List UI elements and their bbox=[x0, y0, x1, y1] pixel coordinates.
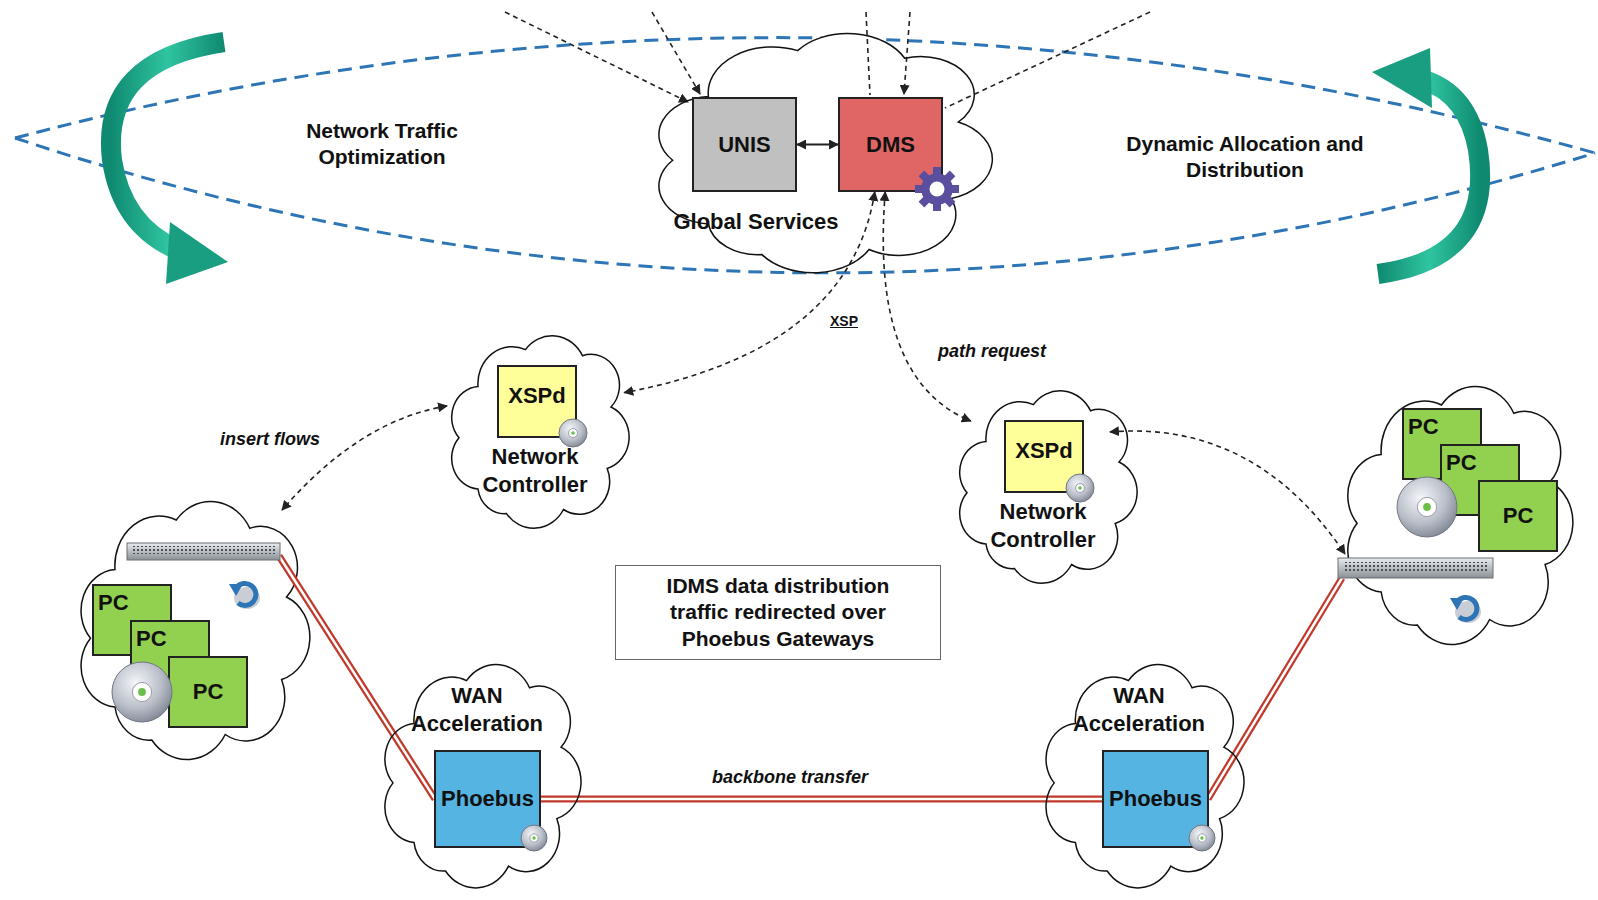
label-holder: backbone transfer bbox=[690, 766, 890, 789]
label-holder: path request bbox=[922, 340, 1062, 363]
pc-box: PC bbox=[1478, 480, 1558, 552]
label-holder: XSP bbox=[824, 312, 864, 331]
node-text: WAN Acceleration bbox=[402, 682, 552, 737]
wan-acceleration-cloud: WAN AccelerationPhoebus bbox=[372, 652, 582, 890]
connector bbox=[797, 144, 838, 145]
disc-icon bbox=[108, 658, 176, 726]
edge-label: backbone transfer bbox=[710, 766, 870, 789]
site-cloud bbox=[1348, 387, 1573, 645]
disc-icon bbox=[1393, 473, 1461, 541]
refresh-icon bbox=[229, 583, 260, 609]
node-text: PC bbox=[1446, 449, 1477, 477]
node-text: IDMS data distribution traffic redirecte… bbox=[635, 573, 921, 652]
cloud-backdrop bbox=[659, 33, 992, 272]
phoebus-box: Phoebus bbox=[434, 750, 541, 848]
global-services-cloud: Global Services UNIS DMS bbox=[637, 20, 994, 275]
incoming-line bbox=[505, 12, 1150, 108]
network-controller-cloud: Network Controller XSPd bbox=[440, 325, 630, 530]
network-switch bbox=[1338, 558, 1493, 578]
label-holder: Network Traffic Optimization bbox=[282, 118, 482, 171]
free-label: Dynamic Allocation and Distribution bbox=[1095, 131, 1395, 184]
node-text: PC bbox=[193, 678, 224, 706]
cycle-arrow bbox=[111, 42, 228, 284]
refresh-icon bbox=[1450, 597, 1481, 623]
gear-icon bbox=[911, 163, 963, 215]
node-text: UNIS bbox=[718, 131, 771, 159]
site-cloud bbox=[81, 502, 310, 760]
cycle-arrow bbox=[1372, 48, 1480, 274]
flow-insert-line bbox=[282, 406, 1345, 554]
xspd-box: XSPd bbox=[497, 365, 577, 438]
node-text: Global Services bbox=[637, 208, 875, 236]
pc-box: PC bbox=[168, 656, 248, 728]
backbone-link bbox=[541, 799, 1102, 800]
node-text: PC bbox=[98, 589, 129, 617]
node-text: XSPd bbox=[1015, 437, 1072, 465]
node-text: Network Controller bbox=[948, 498, 1138, 553]
unis-box: UNIS bbox=[692, 97, 797, 192]
node-text: PC bbox=[1503, 502, 1534, 530]
node-text: Network Controller bbox=[440, 443, 630, 498]
note-box: IDMS data distribution traffic redirecte… bbox=[615, 565, 941, 660]
connector bbox=[883, 192, 971, 421]
node-text: XSPd bbox=[508, 382, 565, 410]
node-text: DMS bbox=[866, 131, 915, 159]
label-holder: insert flows bbox=[205, 428, 335, 451]
network-switch bbox=[127, 543, 280, 560]
edge-label: XSP bbox=[828, 313, 860, 331]
phoebus-box: Phoebus bbox=[1102, 750, 1209, 848]
node-text: PC bbox=[1408, 413, 1439, 441]
label-holder: Dynamic Allocation and Distribution bbox=[1095, 131, 1395, 184]
dms-box: DMS bbox=[838, 97, 943, 192]
node-text: WAN Acceleration bbox=[1064, 682, 1214, 737]
node-text: Phoebus bbox=[441, 785, 534, 813]
disc-icon bbox=[1185, 821, 1219, 855]
edge-label: path request bbox=[936, 340, 1048, 363]
free-label: Network Traffic Optimization bbox=[282, 118, 482, 171]
disc-icon bbox=[517, 821, 551, 855]
node-text: Phoebus bbox=[1109, 785, 1202, 813]
node-text: PC bbox=[136, 625, 167, 653]
connector bbox=[624, 192, 874, 393]
wan-acceleration-cloud: WAN AccelerationPhoebus bbox=[1033, 652, 1245, 890]
network-controller-cloud: Network Controller XSPd bbox=[948, 380, 1138, 585]
xspd-box: XSPd bbox=[1004, 420, 1084, 493]
free-label: insert flows bbox=[220, 428, 320, 451]
